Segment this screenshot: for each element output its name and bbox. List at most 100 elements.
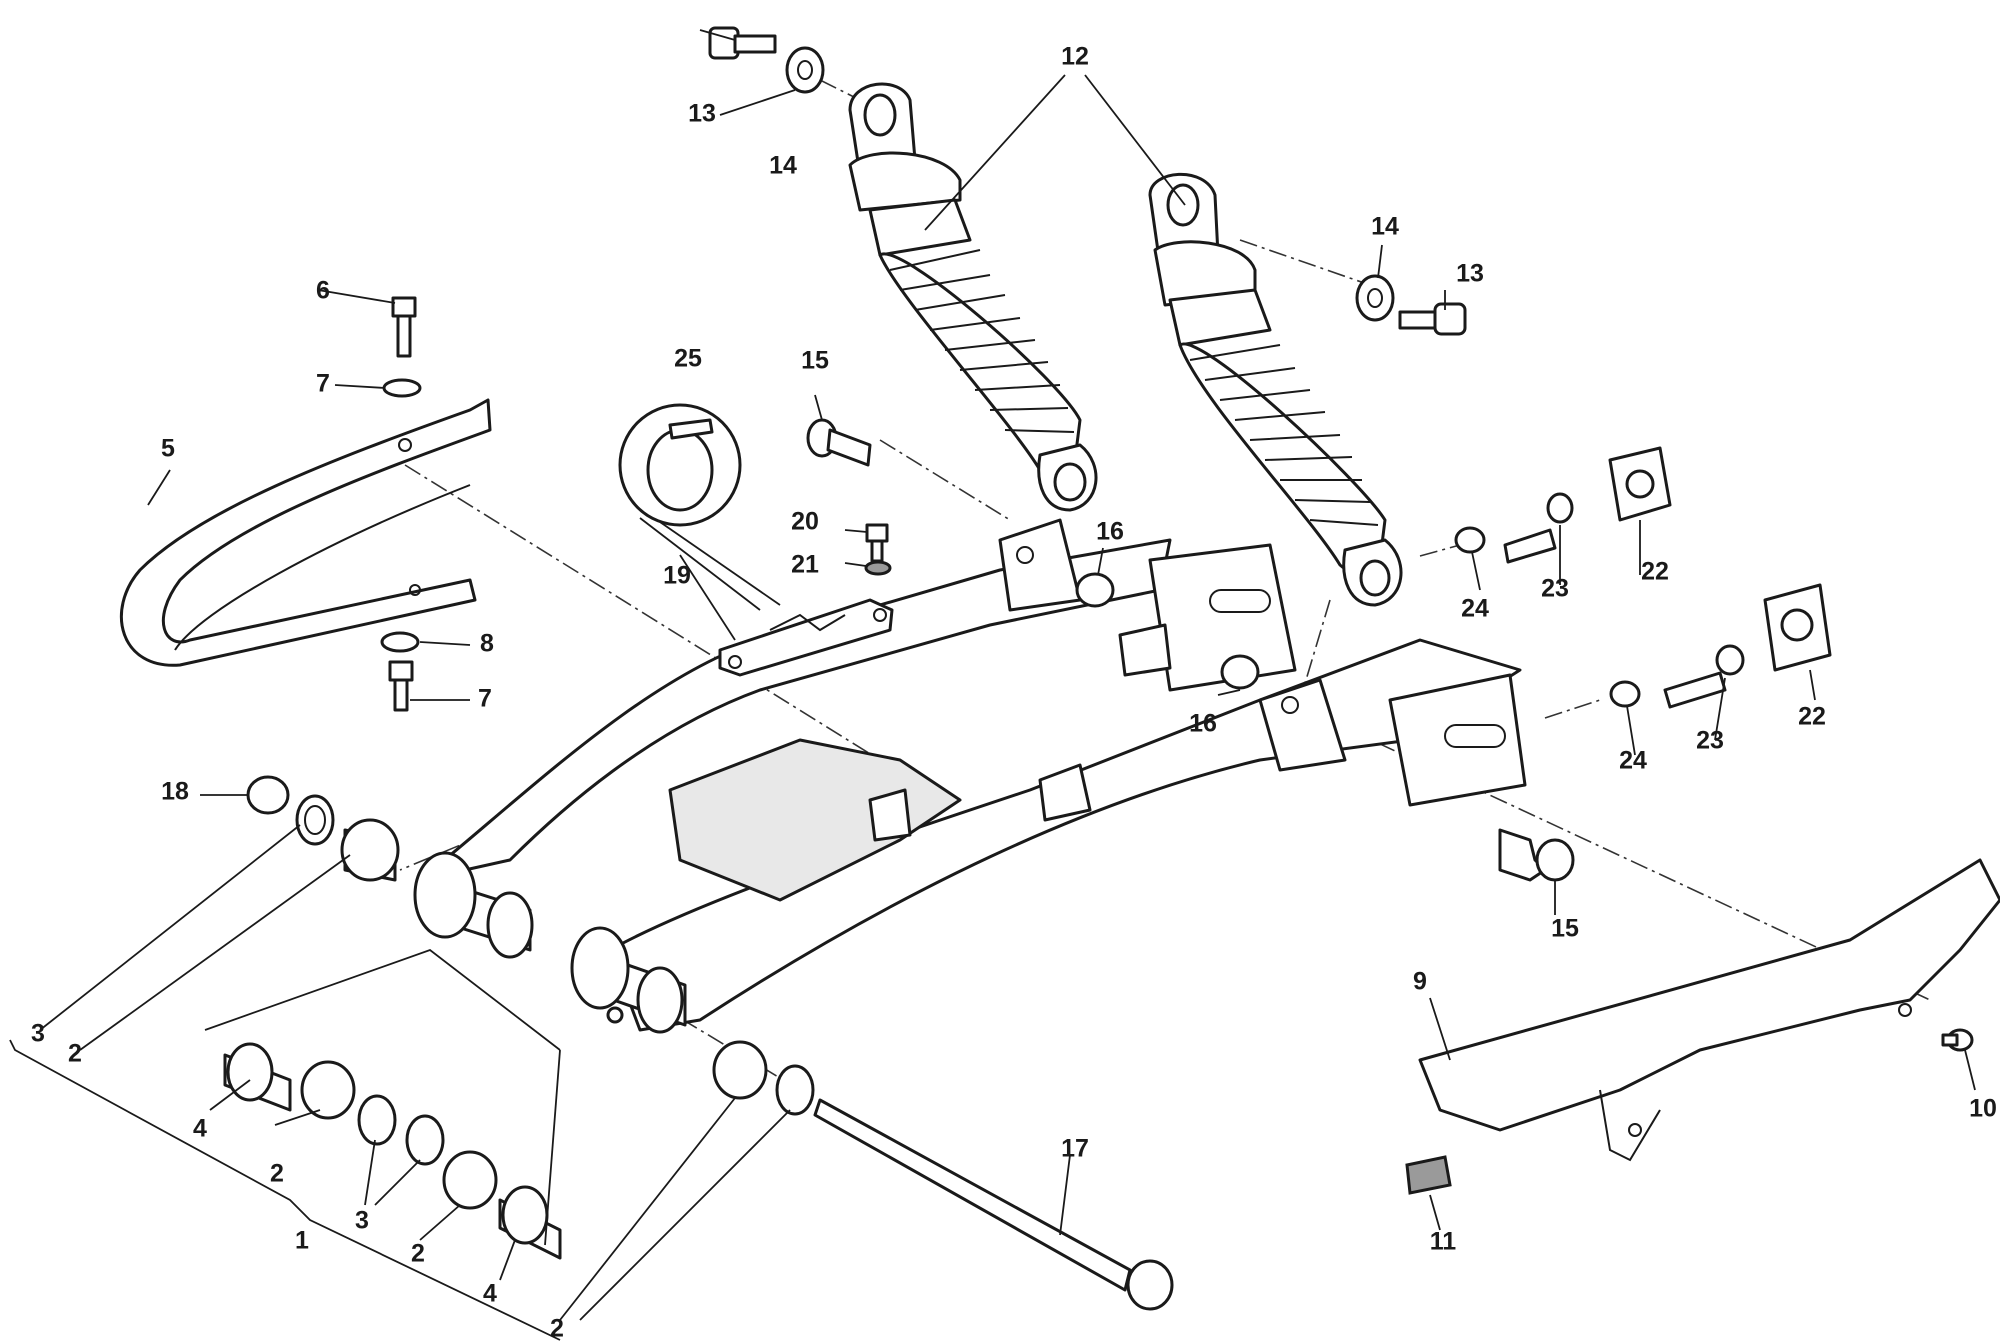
- chain-guard-9: [1418, 858, 2000, 1132]
- callout-21: 21: [791, 551, 819, 579]
- callout-22-b: 22: [1798, 703, 1826, 731]
- callout-11: 11: [1430, 1228, 1457, 1256]
- chain-adjusters: [1454, 446, 1832, 709]
- left-pivot-end: [413, 851, 477, 939]
- left-pivot-bore: [486, 891, 534, 959]
- seal-3-right: [775, 1064, 815, 1116]
- callout-2-c: 2: [411, 1240, 425, 1268]
- callout-10: 10: [1969, 1095, 1997, 1123]
- right-shock-collar: [1168, 288, 1272, 347]
- spacer-block: [1118, 623, 1172, 677]
- callout-4-a: 4: [193, 1115, 207, 1143]
- callout-15-a: 15: [801, 347, 829, 375]
- left-shock-spring: [878, 252, 1082, 476]
- chain-slider-hole-upper: [398, 438, 412, 452]
- left-shock-bottom-bore: [1053, 462, 1087, 502]
- callout-3-b: 3: [355, 1207, 369, 1235]
- detail-leader-b: [659, 521, 781, 606]
- callout-17: 17: [1061, 1135, 1089, 1163]
- right-pivot-bore: [636, 966, 684, 1034]
- adjuster-axis-upper: [1419, 544, 1461, 557]
- screw-10-shank: [1941, 1033, 1959, 1047]
- seal-3-left: [357, 1094, 397, 1146]
- callout-13-a: 13: [688, 100, 716, 128]
- pad-11: [1405, 1155, 1452, 1195]
- swingarm: [413, 518, 1527, 1034]
- right-axle-slot: [1444, 724, 1506, 748]
- adjuster-bolt-23-lower-head: [1715, 644, 1745, 676]
- callout-23-b: 23: [1696, 727, 1724, 755]
- nut-16-lower: [1220, 654, 1260, 690]
- left-shock-coils: [889, 249, 1075, 433]
- spacer-4-left-face: [226, 1042, 274, 1102]
- callout-2-d: 2: [550, 1315, 564, 1342]
- callout-16-a: 16: [1096, 518, 1124, 546]
- hose-band-clasp: [668, 418, 714, 440]
- nut-16-upper: [1075, 572, 1115, 608]
- callout-14-a: 14: [769, 152, 797, 180]
- washer-14-left: [785, 46, 825, 94]
- callout-7-a: 7: [316, 370, 330, 398]
- hose-clip-19: [718, 598, 894, 677]
- pivot-spindle-17: [813, 1098, 1132, 1292]
- brake-stay-lug: [1038, 763, 1092, 822]
- chain-slider-groove: [174, 484, 471, 651]
- washer-14-right: [1355, 274, 1395, 322]
- bolt-6-head: [391, 296, 417, 318]
- swingarm-left-arm: [418, 538, 1172, 882]
- chain-slider-tab: [868, 788, 912, 842]
- washer-14-left-hole: [797, 60, 813, 80]
- chain-slider-body: [119, 398, 492, 667]
- adjuster-bolt-23-upper: [1503, 528, 1557, 564]
- screw-20-shank: [870, 539, 884, 563]
- left-axle-slot: [1209, 589, 1271, 613]
- callout-14-b: 14: [1371, 213, 1399, 241]
- shock-absorber-left: [708, 26, 1098, 512]
- callout-16-b: 16: [1189, 710, 1217, 738]
- callout-4-b: 4: [483, 1280, 497, 1308]
- bolt-13-left-shank: [733, 34, 777, 54]
- pivot-bearings: [223, 775, 1174, 1311]
- right-shock-coils: [1189, 344, 1379, 526]
- group-frame-top: [204, 948, 561, 1051]
- bolt-7-lower-head: [388, 660, 414, 682]
- swingarm-right-end: [1388, 673, 1527, 807]
- callout-labels: 1 2 2 2 2 3 3 4 4 5 6 7 7 8 9 10 11 12 1…: [31, 43, 1997, 1342]
- callout-19: 19: [663, 562, 691, 590]
- chain-slider-axis: [404, 464, 881, 761]
- pivot-nut-18: [246, 775, 290, 815]
- left-shock-eye-bore: [863, 93, 897, 137]
- chain-guard-bracket: [1599, 1089, 1661, 1162]
- callout-2-b: 2: [270, 1160, 284, 1188]
- bolt-7-lower-shank: [393, 678, 409, 712]
- shock-top-axis-right: [1239, 239, 1371, 286]
- swingarm-crossmember: [668, 738, 962, 902]
- left-shock-mount: [998, 518, 1082, 612]
- shock-bolt-axis-left: [879, 439, 1011, 521]
- chain-guard-mount-hole: [1898, 1003, 1912, 1017]
- washer-14-right-hole: [1367, 288, 1383, 308]
- callout-12: 12: [1061, 43, 1089, 71]
- callout-2-a: 2: [68, 1040, 82, 1068]
- right-shock-bottom-bore: [1359, 559, 1391, 597]
- seal-3-center: [405, 1114, 445, 1166]
- adjuster-nut-24-upper: [1454, 526, 1486, 554]
- hose-clip-hole-left: [728, 655, 742, 669]
- bolt-13-right-head: [1433, 302, 1467, 336]
- callout-15-b: 15: [1551, 915, 1579, 943]
- right-shock-mount-hole: [1281, 696, 1299, 714]
- left-shock-collar: [868, 198, 972, 257]
- callout-9: 9: [1413, 968, 1427, 996]
- right-pivot-end: [570, 926, 630, 1010]
- callout-20: 20: [791, 508, 819, 536]
- grease-nipple: [606, 1006, 624, 1024]
- adjuster-plate-22-upper-hole: [1625, 469, 1655, 499]
- callout-24-b: 24: [1619, 747, 1647, 775]
- spacer-4-right-face: [501, 1185, 549, 1245]
- seal-3-upper: [295, 794, 335, 846]
- hose-clip-hole-right: [873, 608, 887, 622]
- bearing-2-left: [300, 1060, 356, 1120]
- seal-3-upper-bore: [304, 805, 326, 835]
